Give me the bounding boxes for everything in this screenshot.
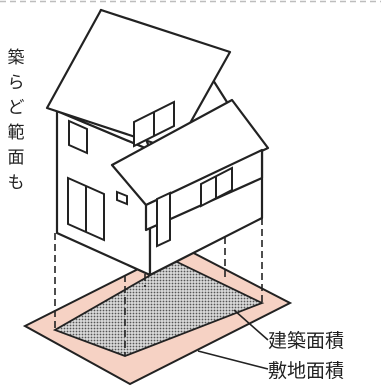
house-openings [67,100,233,248]
building-area-label: 建築面積 [268,330,345,352]
lower-roof [110,98,270,207]
main-roof [45,8,232,152]
site-area-label: 敷地面積 [268,360,345,382]
vertical-caption-fragment: 築 ら ど 範 面 も [7,48,25,193]
leader-lines [197,309,269,370]
